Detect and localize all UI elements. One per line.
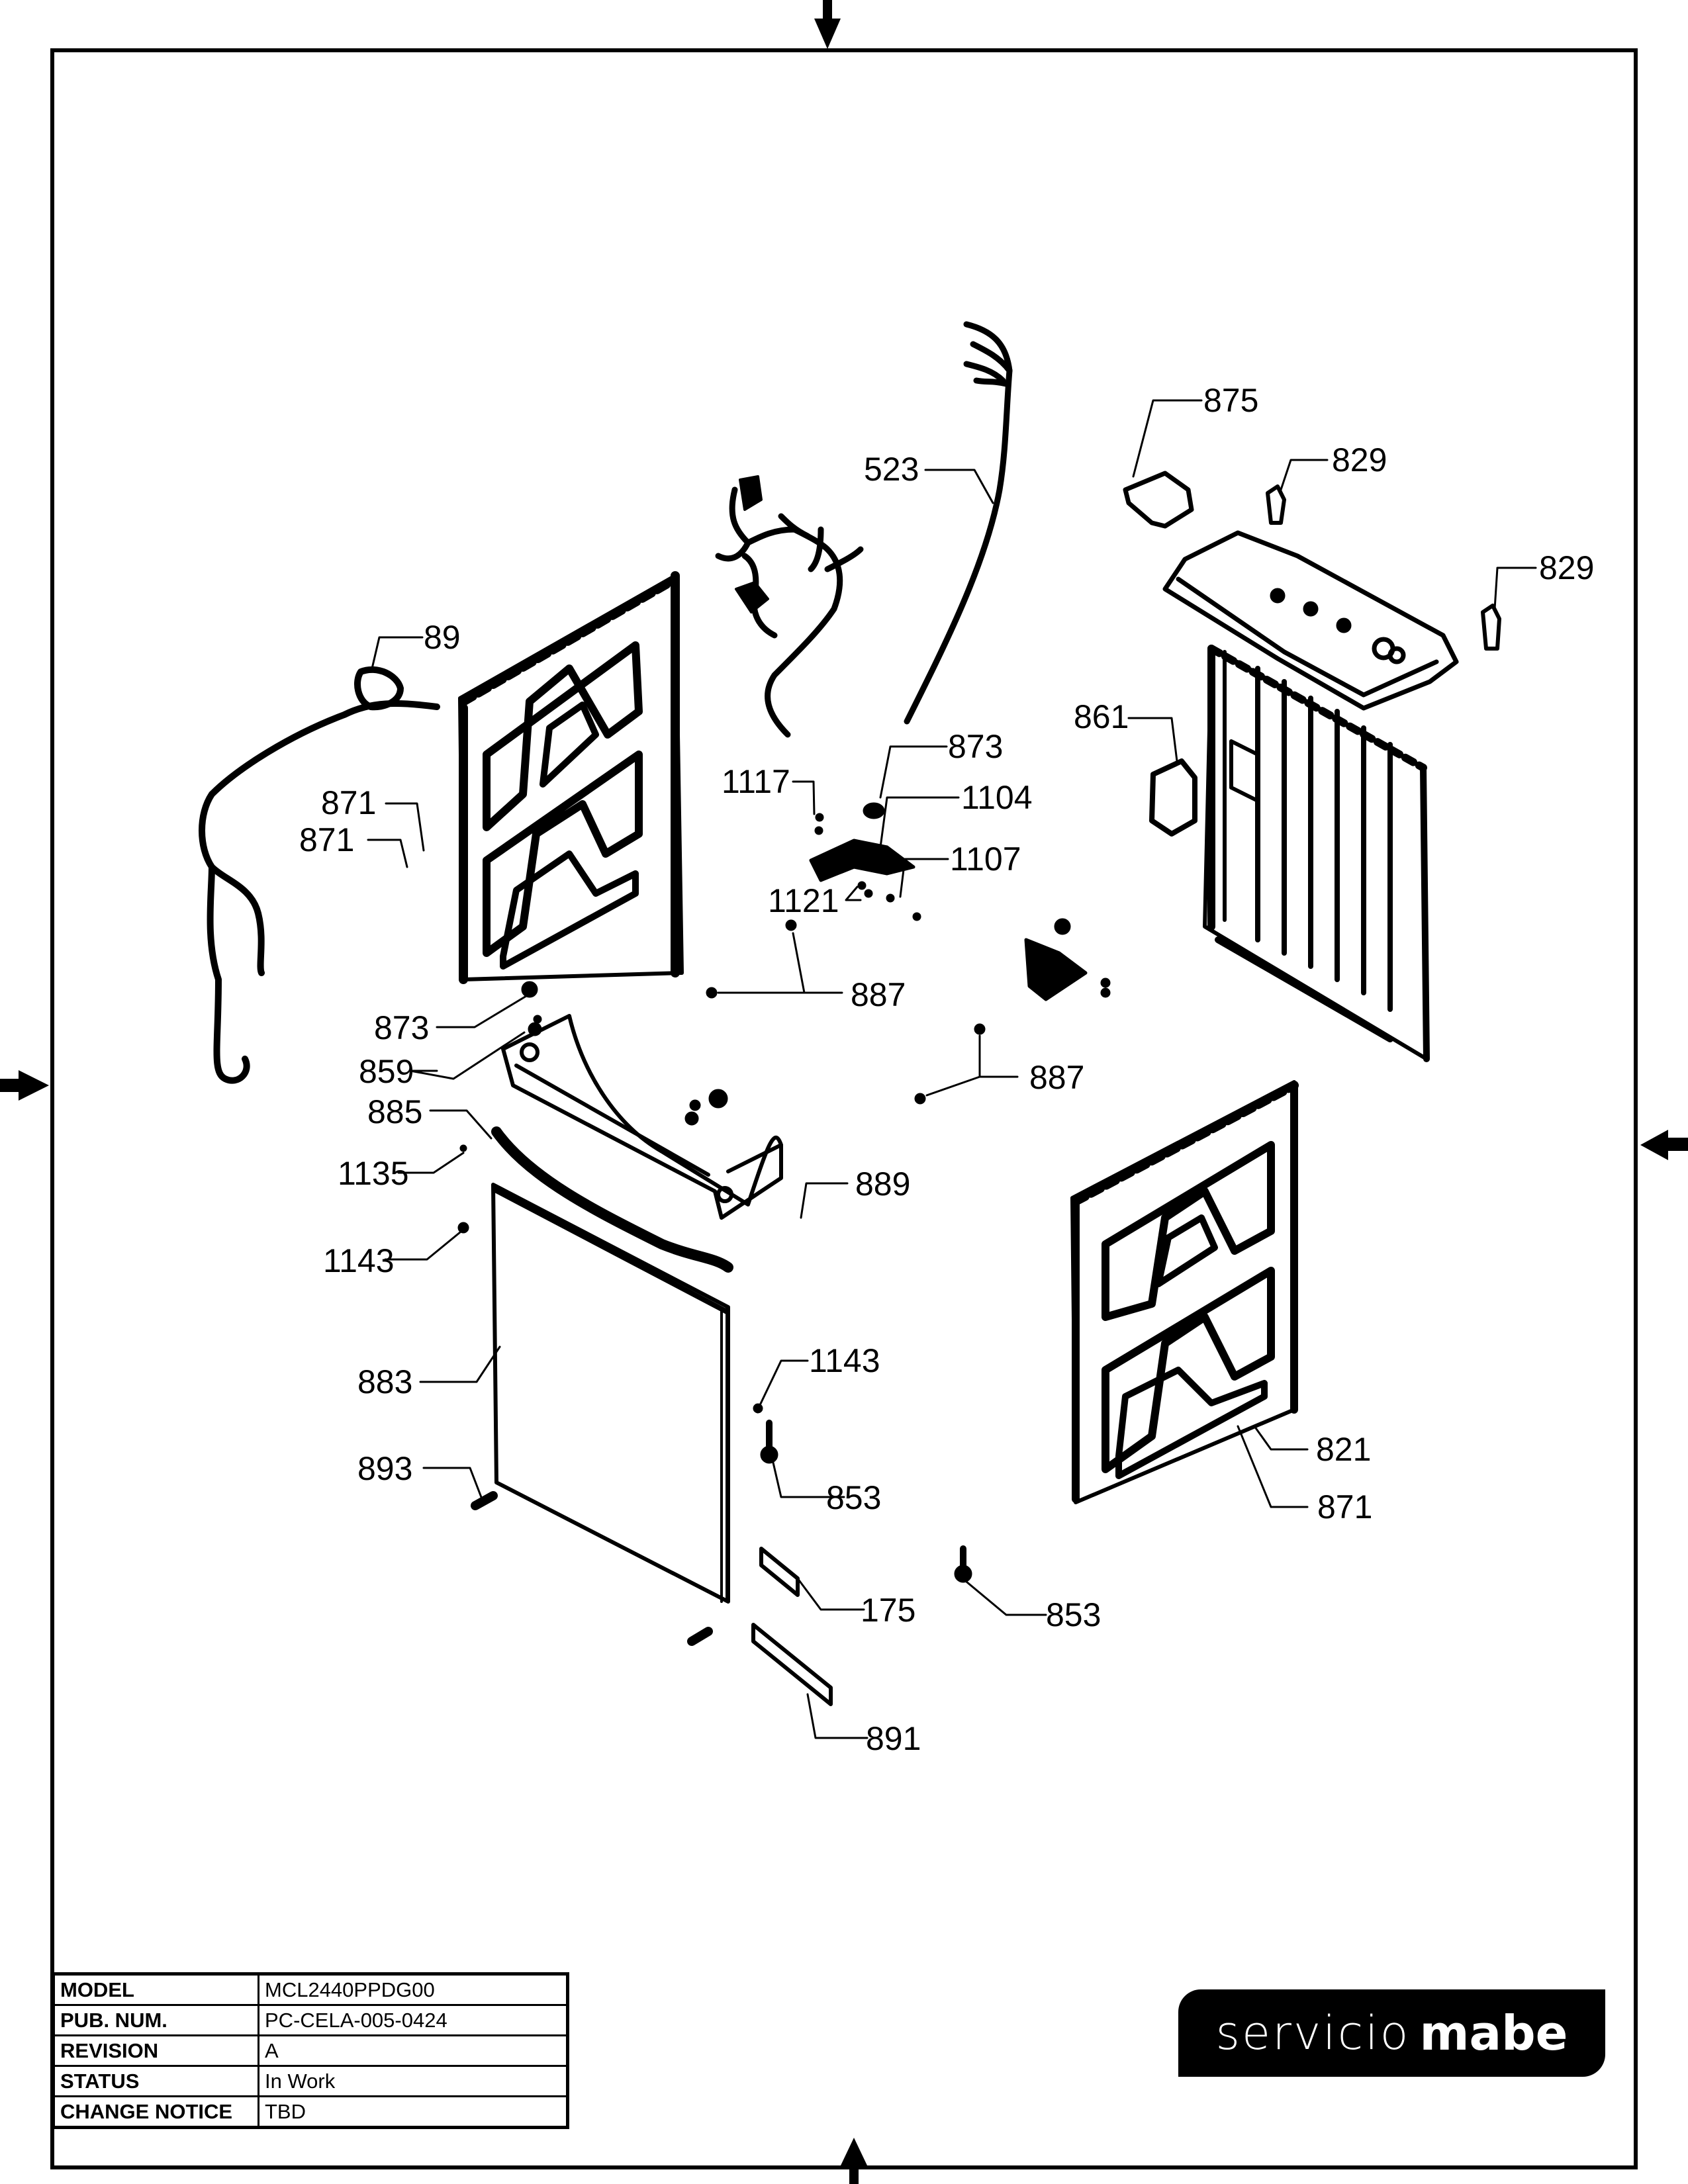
callout-883: 883: [357, 1363, 412, 1400]
top-rear-console-bracket: [1162, 530, 1459, 711]
clip-part: [1123, 471, 1194, 529]
right-side-panel: [1070, 1080, 1299, 1504]
revision-label: REVISION: [52, 2034, 259, 2067]
callout-853: 853: [826, 1479, 881, 1516]
callout-853: 853: [1046, 1596, 1101, 1633]
callout-1107: 1107: [950, 841, 1021, 878]
callout-885: 885: [367, 1093, 422, 1130]
fill-hose: [199, 666, 440, 1084]
callout-871: 871: [321, 784, 376, 821]
front-trim-strip: [491, 1126, 733, 1273]
top-center-arrow-icon: [814, 0, 841, 49]
callout-893: 893: [357, 1450, 412, 1487]
drawing-border: [50, 48, 1638, 2169]
title-block-row: PUB. NUM.PC-CELA-005-0424: [52, 2004, 569, 2036]
callout-1121: 1121: [768, 882, 839, 919]
callout-1143: 1143: [323, 1242, 395, 1279]
model-label: MODEL: [52, 1973, 259, 2006]
status-label: STATUS: [52, 2065, 259, 2097]
callout-1143: 1143: [809, 1342, 880, 1379]
callout-175: 175: [861, 1592, 915, 1629]
callout-821: 821: [1316, 1431, 1371, 1468]
rear-panel: [1203, 645, 1430, 1062]
revision-value: A: [258, 2034, 569, 2067]
bracket-part: [1481, 604, 1501, 651]
logo-text-servicio: servicio: [1215, 2006, 1411, 2060]
pub-num-value: PC-CELA-005-0424: [258, 2004, 569, 2036]
front-base-frame: [501, 1014, 783, 1220]
bottom-plate: [751, 1623, 833, 1706]
callout-859: 859: [359, 1053, 414, 1090]
callout-873: 873: [948, 728, 1003, 765]
callout-523: 523: [864, 451, 919, 488]
callout-829: 829: [1539, 549, 1594, 586]
callout-861: 861: [1074, 698, 1129, 735]
right-center-arrow-icon: [1640, 1130, 1688, 1160]
change-notice-label: CHANGE NOTICE: [52, 2095, 259, 2128]
change-notice-value: TBD: [258, 2095, 569, 2128]
callout-829: 829: [1332, 441, 1387, 478]
leader-lines: [367, 399, 1537, 1739]
pub-num-label: PUB. NUM.: [52, 2004, 259, 2036]
front-panel: [491, 1183, 730, 1604]
bottom-center-arrow-icon: [841, 2138, 867, 2184]
callout-887: 887: [851, 976, 906, 1013]
callout-89: 89: [424, 619, 461, 656]
wire-harness: [715, 321, 1013, 738]
callout-871: 871: [299, 821, 354, 858]
callout-875: 875: [1203, 382, 1258, 419]
label-plate: [759, 1547, 800, 1597]
status-value: In Work: [258, 2065, 569, 2097]
callout-1117: 1117: [722, 763, 790, 800]
logo-text-mabe: mabe: [1419, 2005, 1568, 2061]
callout-891: 891: [866, 1720, 921, 1757]
switch-part: [1149, 758, 1197, 837]
callout-889: 889: [855, 1165, 910, 1203]
left-side-panel: [458, 571, 684, 984]
left-center-arrow-icon: [0, 1070, 49, 1101]
bracket-part: [1266, 484, 1286, 525]
callout-1104: 1104: [961, 779, 1033, 816]
callout-1135: 1135: [338, 1155, 409, 1192]
servicio-mabe-logo: servicio mabe: [1178, 1989, 1605, 2077]
callout-873: 873: [374, 1009, 429, 1046]
callout-871: 871: [1317, 1488, 1372, 1525]
support-bracket: [809, 839, 915, 882]
model-value: MCL2440PPDG00: [258, 1973, 569, 2006]
callout-887: 887: [1029, 1059, 1084, 1096]
